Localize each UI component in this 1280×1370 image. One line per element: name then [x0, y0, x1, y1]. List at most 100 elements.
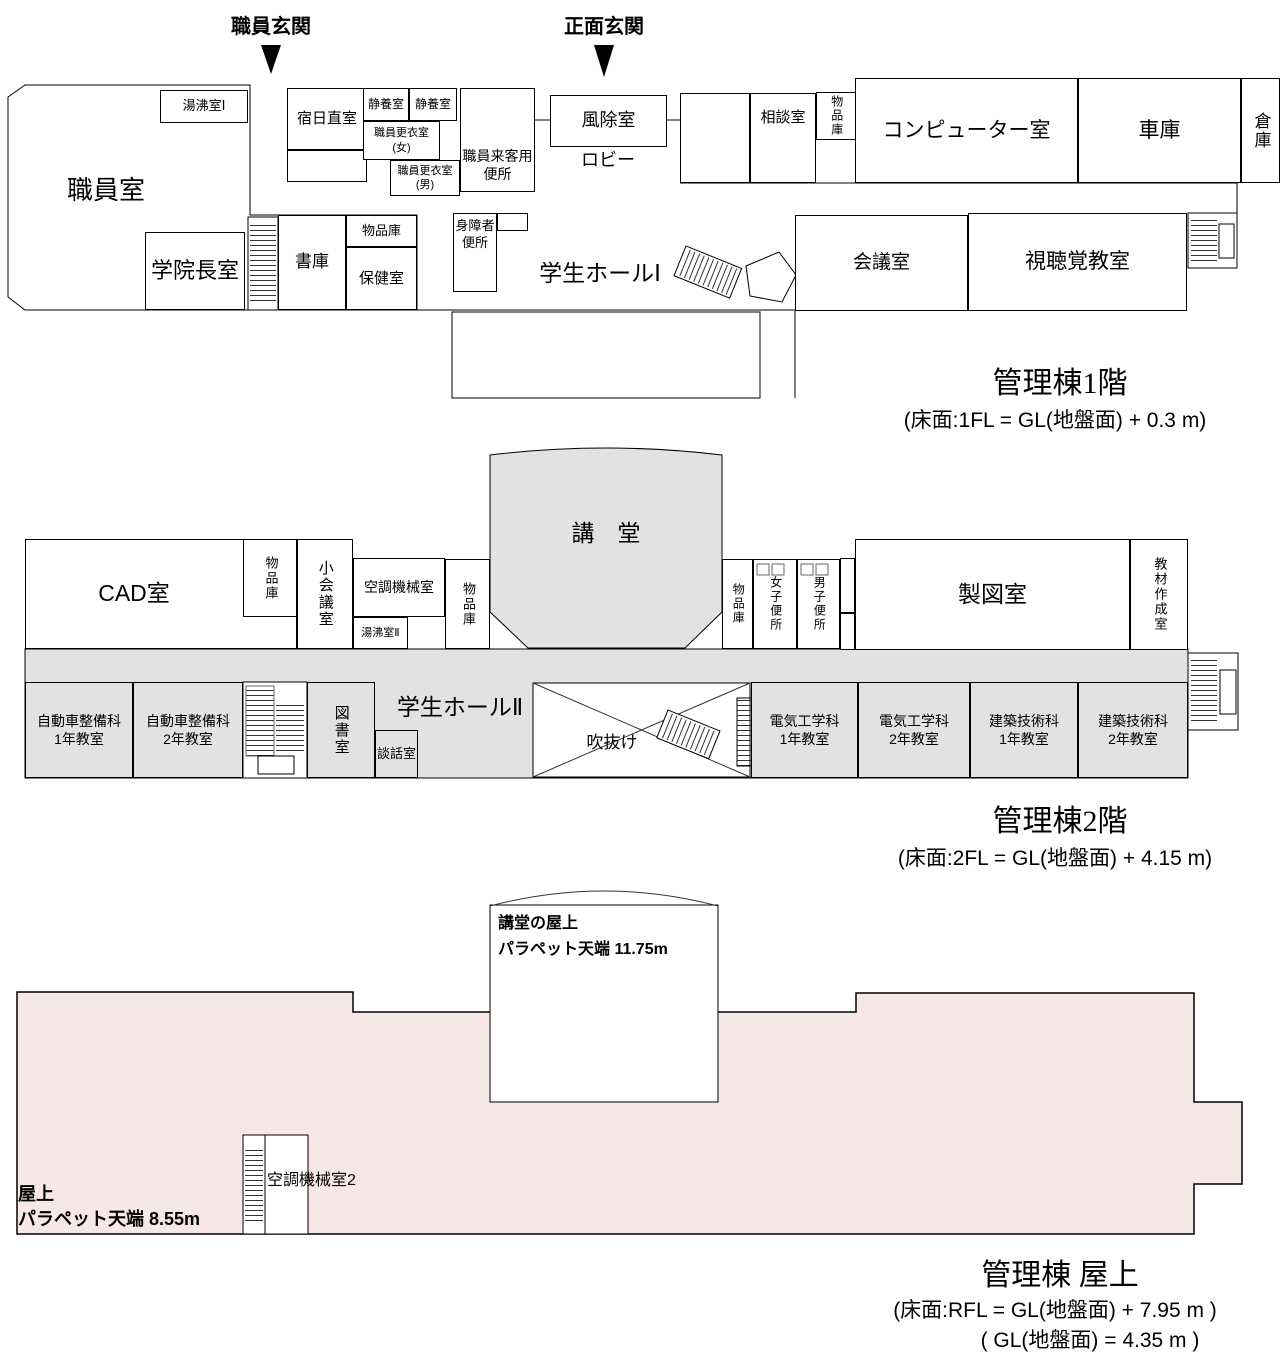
caption-text: 管理棟2階	[992, 805, 1128, 839]
room-toilet-female: 女子便所	[753, 559, 797, 649]
staff-entrance-arrow-icon	[261, 45, 281, 74]
room-changing-male: 職員更衣室 (男)	[390, 160, 460, 196]
room-label: 学生ホールⅡ	[396, 693, 524, 720]
room-label: 男子便所	[812, 576, 827, 632]
student-hall-1-label: 学生ホールⅠ	[520, 258, 680, 288]
f2-slant-stairs-icon	[656, 709, 721, 760]
roof-outline	[16, 991, 1243, 1235]
roof-text: 屋上	[18, 1183, 54, 1204]
f1-lower-rect	[451, 311, 761, 399]
roof-caption-sub2: ( GL(地盤面) = 4.35 m )	[870, 1326, 1280, 1356]
room-label: 女子便所	[768, 576, 783, 632]
room-label: 湯沸室Ⅰ	[182, 98, 226, 114]
caption-text: (床面:2FL = GL(地盤面) + 4.15 m)	[897, 846, 1213, 870]
roof-caption-sub1: (床面:RFL = GL(地盤面) + 7.95 m )	[810, 1296, 1280, 1326]
room-unlabeled-c	[497, 213, 528, 231]
room-label: 物品庫	[731, 583, 746, 625]
room-unlabeled-a	[287, 150, 367, 182]
room-label: CAD室	[98, 580, 170, 607]
f2-right-stairs-icon	[1191, 658, 1217, 724]
room-auto-2nd-year: 自動車整備科 2年教室	[133, 682, 243, 778]
room-hvac-machine: 空調機械室	[353, 558, 445, 617]
room-electrical-1st-year: 電気工学科 1年教室	[751, 682, 858, 778]
room-label: 電気工学科 1年教室	[769, 712, 840, 747]
room-label: 静養室	[414, 96, 451, 111]
room-label: 宿日直室	[296, 110, 357, 128]
room-auto-1st-year: 自動車整備科 1年教室	[25, 682, 133, 778]
f2-left-stairs-icon2	[276, 702, 304, 754]
room-label: 教材作成室	[1152, 557, 1168, 632]
room-label: 視聴覚教室	[1025, 250, 1130, 274]
room-label: 風除室	[581, 110, 636, 131]
room-label: 身障者 便所	[455, 218, 495, 250]
room-label: 図書室	[332, 704, 350, 756]
f1-west-stairs-icon	[250, 222, 276, 304]
room-label: 建築技術科 2年教室	[1098, 712, 1168, 747]
room-accessible-toilet: 身障者 便所	[453, 213, 497, 292]
room-label: 職員更衣室 (男)	[397, 164, 453, 191]
room-label: 職員室	[66, 174, 145, 205]
room-visitor-toilet: 職員来客用 便所	[460, 88, 535, 192]
room-label: 保健室	[358, 269, 404, 287]
floor1-caption-sub: (床面:1FL = GL(地盤面) + 0.3 m)	[820, 406, 1280, 436]
room-architecture-2nd-year: 建築技術科 2年教室	[1078, 682, 1188, 778]
room-electrical-2nd-year: 電気工学科 2年教室	[858, 682, 970, 778]
f1-stairs-landing	[745, 251, 797, 303]
f2-auditorium-shape	[489, 447, 723, 649]
f2-left-stairs-icon	[245, 685, 275, 757]
f1-south-wall	[417, 309, 796, 398]
room-label: 倉庫	[1251, 111, 1271, 150]
room-staff-room: 職員室	[36, 160, 176, 220]
room-hot-water-2: 湯沸室Ⅱ	[353, 617, 408, 649]
room-unlabeled-b	[680, 93, 750, 183]
auditorium-parapet-label: パラペット天端 11.75m	[498, 938, 718, 962]
room-label: 会議室	[852, 251, 910, 273]
main-entrance-text: 正面玄関	[564, 15, 644, 38]
room-garage: 車庫	[1078, 78, 1241, 183]
room-label: 職員更衣室 (女)	[374, 127, 429, 154]
f2-left-stairs-landing	[257, 755, 295, 775]
room-architecture-1st-year: 建築技術科 1年教室	[970, 682, 1078, 778]
room-label: 物品庫	[361, 222, 401, 238]
f2-void-x	[532, 682, 751, 778]
room-label: 自動車整備科 1年教室	[37, 712, 121, 747]
room-label: 講 堂	[571, 519, 641, 546]
room-label: 自動車整備科 2年教室	[146, 712, 230, 747]
room-storage-d: 物品庫	[445, 559, 490, 649]
caption-text: ( GL(地盤面) = 4.35 m )	[980, 1328, 1200, 1352]
room-library: 図書室	[307, 682, 375, 778]
room-label: 学生ホールⅠ	[539, 259, 661, 286]
room-storage-b: 物品庫	[816, 92, 856, 140]
room-unlabeled-e	[840, 613, 855, 650]
room-teaching-materials: 教材作成室	[1130, 539, 1188, 650]
roof-label: 屋上	[18, 1182, 218, 1206]
room-drafting: 製図室	[855, 539, 1130, 650]
caption-text: 管理棟1階	[992, 367, 1128, 401]
room-label: 小会議室	[316, 560, 334, 628]
roof-text: パラペット天端 11.75m	[498, 941, 668, 958]
room-small-meeting: 小会議室	[297, 539, 353, 649]
floor1-caption-title: 管理棟1階	[850, 364, 1270, 404]
student-hall-2-label: 学生ホールⅡ	[375, 692, 545, 722]
room-night-duty: 宿日直室	[287, 88, 367, 150]
roof-machine-room-box	[264, 1134, 309, 1235]
room-label: 学院長室	[150, 257, 239, 283]
room-label: 製図室	[958, 580, 1027, 607]
room-label: 電気工学科 2年教室	[879, 712, 949, 747]
roof-parapet-label: パラペット天端 8.55m	[18, 1206, 308, 1232]
room-label: 吹抜け	[586, 733, 638, 753]
floor2-caption-sub: (床面:2FL = GL(地盤面) + 4.15 m)	[820, 844, 1280, 874]
room-label: 空調機械室2	[267, 1172, 356, 1189]
auditorium-label: 講 堂	[531, 518, 681, 548]
staff-entrance-label: 職員玄関	[205, 12, 337, 42]
room-windbreak: 風除室	[550, 95, 667, 147]
f2-toilet-stalls	[756, 563, 829, 576]
room-label: 湯沸室Ⅱ	[361, 626, 400, 639]
room-consultation: 相談室	[750, 93, 816, 183]
room-meeting: 会議室	[795, 215, 968, 311]
roof-text: 講堂の屋上	[498, 915, 579, 932]
roof-text: パラペット天端 8.55m	[18, 1208, 201, 1229]
room-changing-female: 職員更衣室 (女)	[363, 121, 440, 160]
room-computer: コンピューター室	[855, 78, 1078, 183]
